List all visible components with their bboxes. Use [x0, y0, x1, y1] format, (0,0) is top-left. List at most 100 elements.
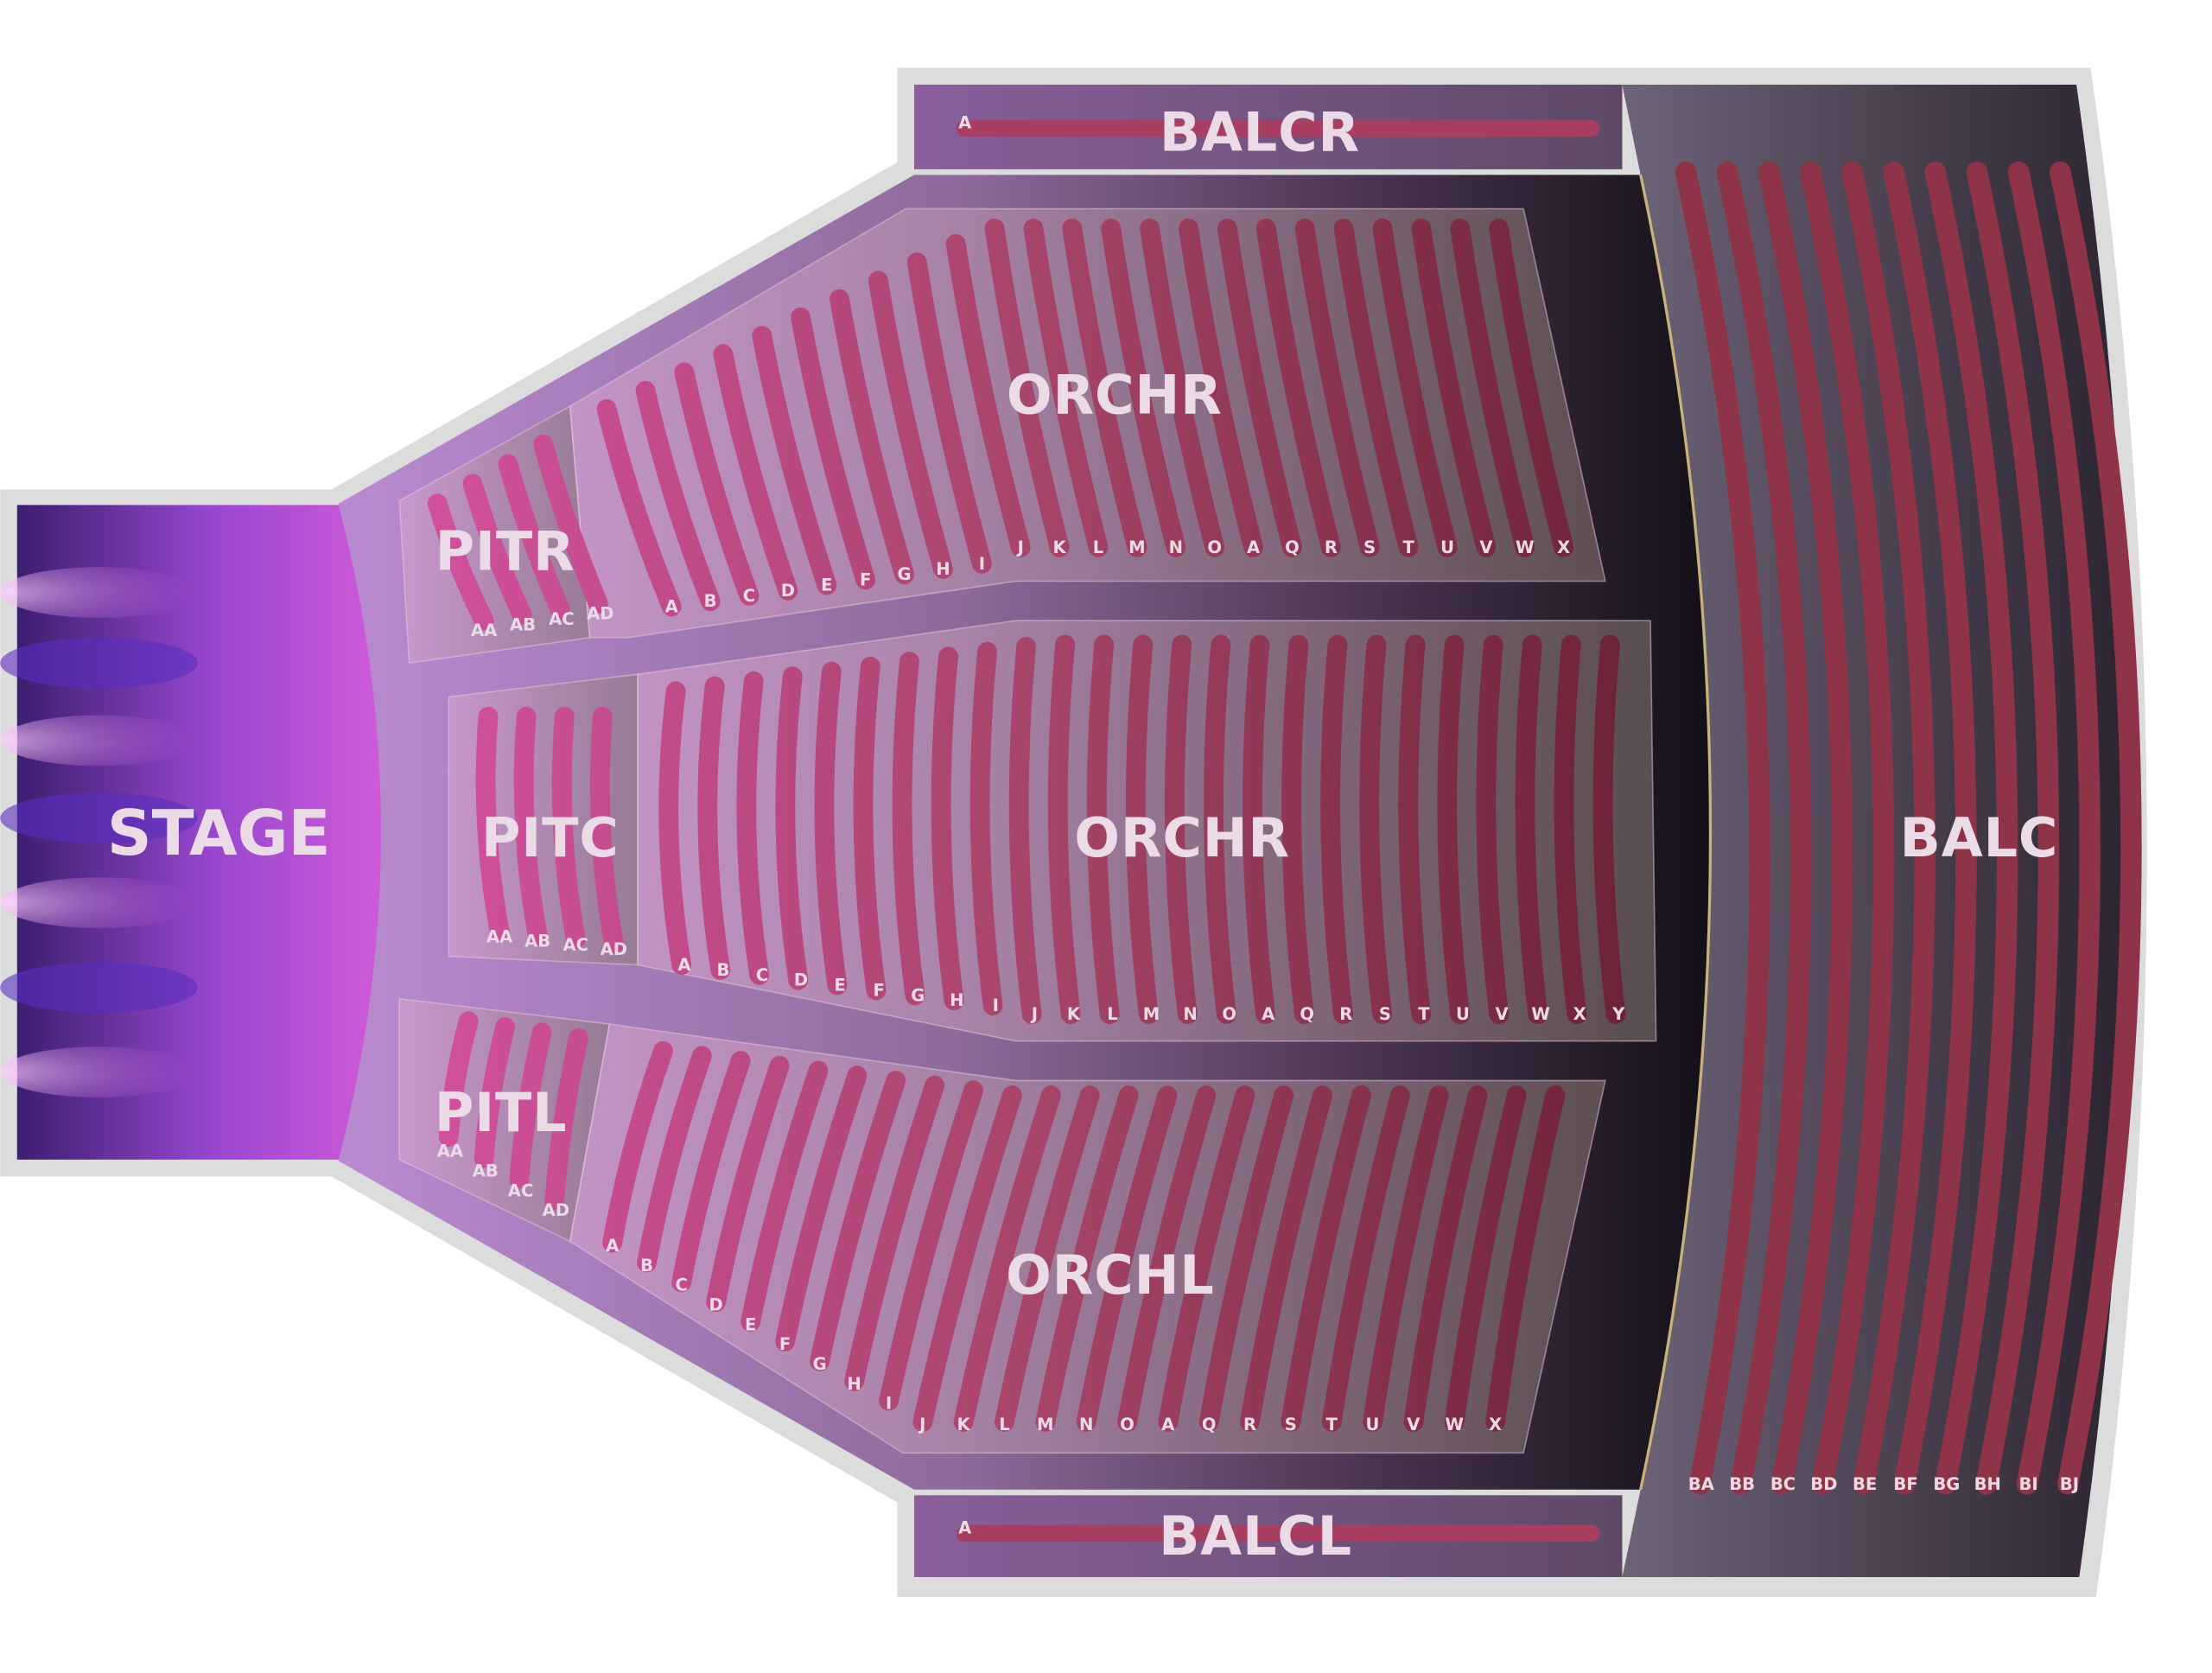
seat-row-bar[interactable]: [1140, 219, 1225, 557]
seat-row-orchr_top[interactable]: C: [674, 362, 760, 606]
seat-row-bar[interactable]: [1515, 634, 1548, 1025]
seat-row-balc[interactable]: BD: [1800, 161, 1895, 1495]
seat-row-pitl[interactable]: AA: [437, 1011, 479, 1161]
seat-row-orchr_center[interactable]: Q: [1281, 634, 1315, 1025]
seat-row-bar[interactable]: [1008, 637, 1042, 1025]
seat-row-bar[interactable]: [1333, 219, 1419, 557]
seat-row-orchr_top[interactable]: H: [868, 270, 953, 579]
seat-row-orchr_top[interactable]: N: [1101, 219, 1186, 557]
seat-row-bar[interactable]: [1359, 634, 1393, 1025]
seat-row-bar[interactable]: [498, 454, 570, 620]
seat-row-pitl[interactable]: AC: [508, 1022, 552, 1200]
seat-row-orchr_top[interactable]: W: [1450, 219, 1535, 557]
seat-row-orchr_top[interactable]: X: [1489, 219, 1574, 557]
seat-row-bar[interactable]: [1281, 634, 1314, 1025]
seat-row-balc[interactable]: BC: [1758, 161, 1853, 1495]
seat-row-bar[interactable]: [713, 344, 798, 601]
seat-row-orchl[interactable]: F: [775, 1066, 868, 1354]
seat-row-bar[interactable]: [635, 380, 721, 612]
seat-row-bar[interactable]: [1841, 161, 1936, 1495]
seat-row-bar[interactable]: [741, 1060, 829, 1332]
seat-row-orchr_center[interactable]: D: [775, 666, 809, 990]
seat-row-orchl[interactable]: A: [602, 1040, 673, 1256]
seat-row-pitc[interactable]: AA: [475, 706, 513, 946]
seat-row-orchr_center[interactable]: G: [892, 652, 925, 1006]
seat-row-orchl[interactable]: J: [912, 1085, 1022, 1435]
seat-row-orchr_top[interactable]: R: [1255, 219, 1341, 557]
seat-row-bar[interactable]: [1716, 161, 1812, 1495]
seat-row-orchr_top[interactable]: O: [1140, 219, 1225, 557]
seat-row-balcl[interactable]: A: [956, 1517, 1600, 1543]
seat-row-pitr[interactable]: AD: [533, 434, 614, 624]
seat-row-orchr_center[interactable]: J: [1008, 637, 1042, 1025]
seat-row-orchr_center[interactable]: N: [1165, 634, 1198, 1024]
seat-row-orchr_top[interactable]: B: [635, 380, 721, 612]
seat-row-bar[interactable]: [1758, 161, 1853, 1495]
seat-row-orchr_top[interactable]: Q: [1217, 219, 1302, 557]
seat-row-orchl[interactable]: H: [844, 1075, 945, 1394]
seat-row-balc[interactable]: BG: [1924, 161, 2018, 1495]
seat-row-bar[interactable]: [544, 1028, 588, 1211]
seat-row-bar[interactable]: [752, 326, 837, 595]
seat-row-orchr_center[interactable]: O: [1204, 634, 1236, 1024]
seat-row-bar[interactable]: [984, 219, 1070, 557]
seat-row-bar[interactable]: [1485, 1085, 1566, 1432]
seat-row-balc[interactable]: BJ: [2050, 161, 2142, 1495]
seat-row-bar[interactable]: [1047, 634, 1081, 1025]
seat-row-orchl[interactable]: O: [1117, 1085, 1217, 1435]
seat-row-orchr_top[interactable]: V: [1411, 219, 1497, 557]
seat-row-bar[interactable]: [1476, 634, 1510, 1025]
seat-row-orchl[interactable]: L: [995, 1085, 1100, 1435]
seat-row-balcr[interactable]: A: [956, 113, 1600, 137]
seat-row-bar[interactable]: [2007, 161, 2101, 1495]
seat-row-bar[interactable]: [1966, 161, 2060, 1495]
seat-row-bar[interactable]: [1437, 634, 1471, 1025]
seat-row-orchr_center[interactable]: S: [1359, 634, 1393, 1025]
seat-row-orchl[interactable]: U: [1363, 1085, 1449, 1435]
seat-row-orchl[interactable]: Q: [1198, 1085, 1294, 1435]
seat-row-orchl[interactable]: R: [1240, 1085, 1332, 1435]
seat-row-bar[interactable]: [868, 270, 953, 579]
seat-row-bar[interactable]: [1243, 634, 1275, 1025]
seat-row-bar[interactable]: [1062, 219, 1147, 557]
seat-row-orchl[interactable]: N: [1076, 1085, 1178, 1435]
seat-row-bar[interactable]: [1217, 219, 1302, 557]
seat-row-orchr_center[interactable]: V: [1476, 634, 1510, 1025]
seat-row-bar[interactable]: [533, 434, 608, 614]
seat-row-bar[interactable]: [1450, 219, 1535, 557]
seat-row-bar[interactable]: [830, 289, 914, 585]
seat-row-bar[interactable]: [513, 706, 548, 945]
seat-row-bar[interactable]: [1035, 1085, 1139, 1432]
seat-row-orchr_center[interactable]: I: [969, 641, 1003, 1015]
seat-row-orchr_center[interactable]: T: [1398, 634, 1432, 1025]
seat-row-pitr[interactable]: AB: [462, 474, 536, 635]
seat-row-orchl[interactable]: K: [953, 1085, 1061, 1435]
seat-row-bar[interactable]: [1489, 219, 1574, 557]
seat-row-orchr_center[interactable]: Y: [1592, 634, 1626, 1024]
seat-row-bar[interactable]: [1321, 1085, 1410, 1432]
seat-row-orchr_center[interactable]: B: [697, 676, 731, 980]
seat-row-pitr[interactable]: AC: [498, 454, 575, 629]
seat-row-bar[interactable]: [1086, 634, 1120, 1025]
seat-row-orchr_center[interactable]: R: [1320, 634, 1353, 1024]
seat-row-bar[interactable]: [509, 1022, 552, 1190]
seat-row-orchr_center[interactable]: L: [1086, 634, 1120, 1025]
seat-row-balc[interactable]: BI: [2007, 161, 2101, 1495]
seat-row-bar[interactable]: [671, 1051, 751, 1293]
seat-row-bar[interactable]: [1398, 634, 1432, 1025]
seat-row-bar[interactable]: [1294, 219, 1380, 557]
seat-row-orchr_top[interactable]: U: [1372, 219, 1458, 557]
seat-row-orchr_center[interactable]: H: [931, 646, 963, 1010]
seat-row-bar[interactable]: [775, 1066, 868, 1352]
seat-row-orchr_top[interactable]: L: [1023, 219, 1109, 557]
seat-row-orchl[interactable]: M: [1035, 1085, 1139, 1435]
seat-row-orchr_top[interactable]: K: [984, 219, 1070, 557]
seat-row-bar[interactable]: [674, 362, 760, 606]
seat-row-bar[interactable]: [1363, 1085, 1449, 1432]
seat-row-orchl[interactable]: B: [637, 1046, 712, 1275]
seat-row-bar[interactable]: [1444, 1085, 1527, 1432]
seat-row-bar[interactable]: [551, 706, 586, 950]
seat-row-orchr_top[interactable]: I: [906, 252, 992, 574]
seat-row-bar[interactable]: [844, 1075, 945, 1391]
seat-row-orchr_center[interactable]: M: [1125, 634, 1160, 1024]
